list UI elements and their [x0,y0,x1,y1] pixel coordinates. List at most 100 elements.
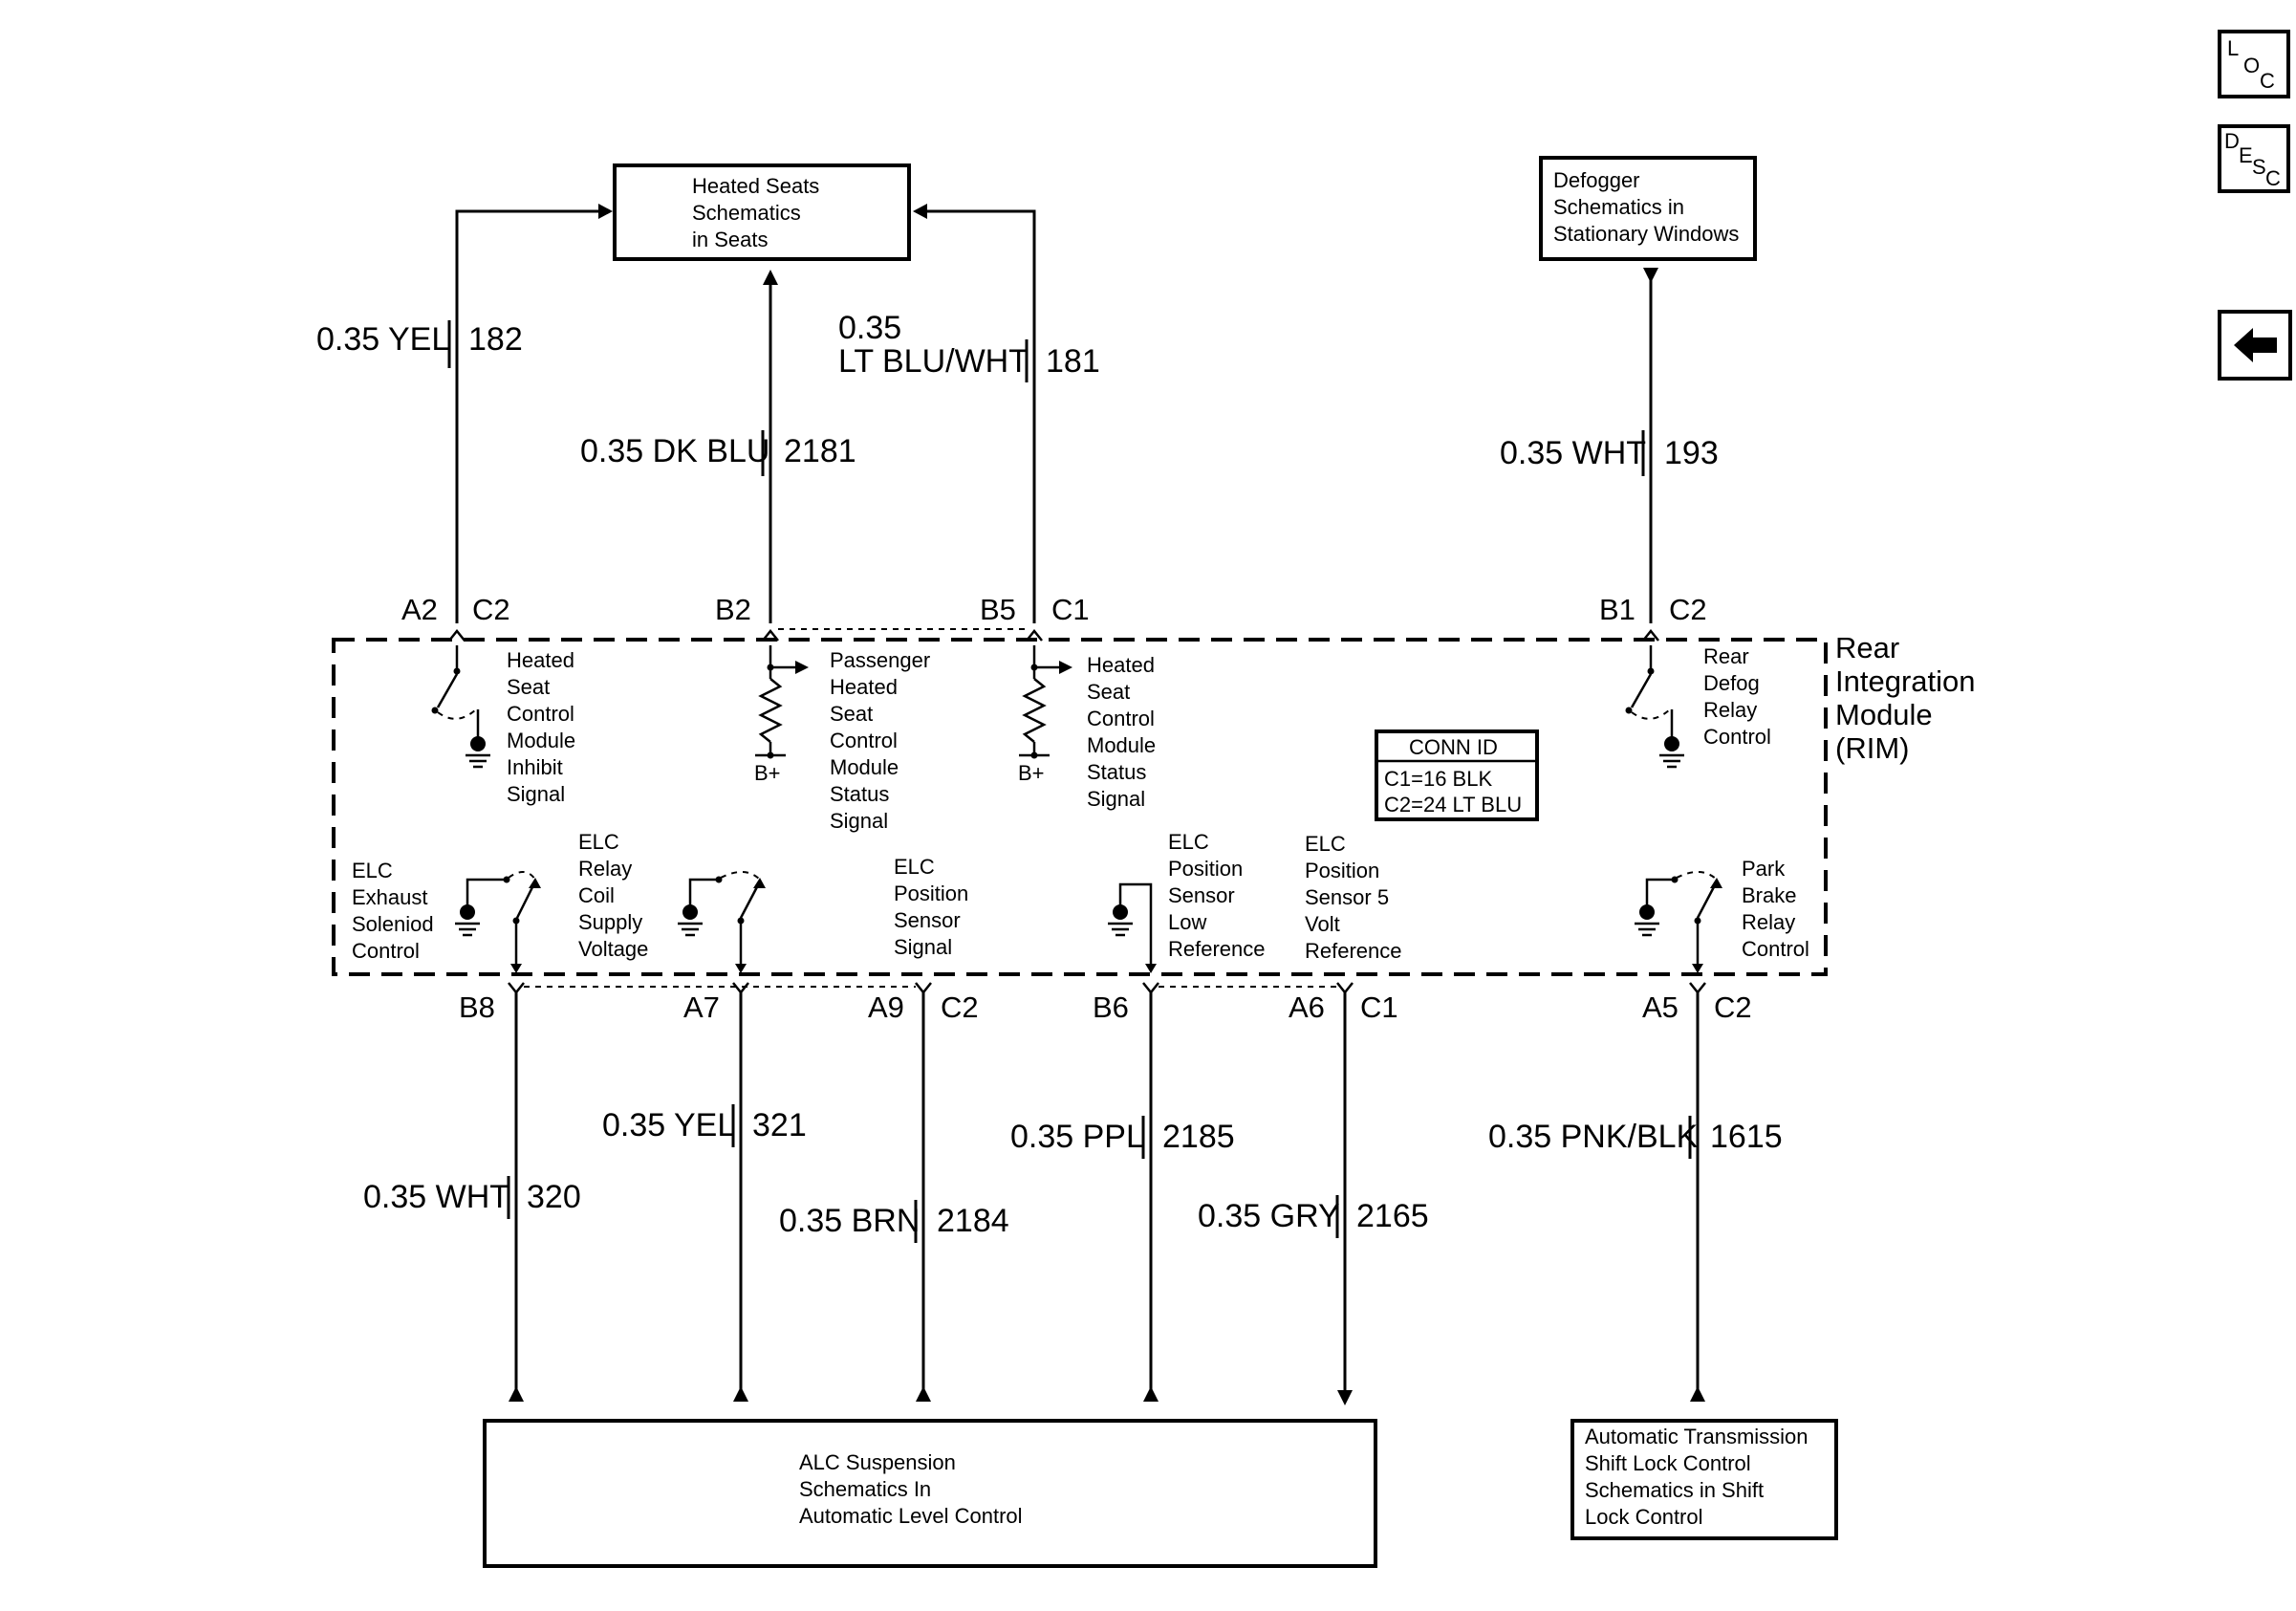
svg-text:Module: Module [507,729,575,752]
pin-b8: B8 [459,991,495,1024]
hs-inhibit-label: Heated Seat Control Module Inhibit Signa… [507,648,575,806]
rim-name-line-1: Rear [1835,631,1899,664]
bplus-label-1: B+ [754,761,781,785]
pin-b5: B5 [980,593,1016,626]
svg-text:Relay: Relay [1742,910,1795,934]
alc-line-3: Automatic Level Control [799,1504,1023,1528]
desc-letter-e: E [2239,143,2253,167]
svg-text:Signal: Signal [1087,787,1145,811]
svg-text:Seat: Seat [507,675,550,699]
wire-2185-circuit: 2185 [1162,1119,1235,1155]
rim-name-line-3: Module [1835,698,1933,731]
conn-c1-bottom: C1 [1360,991,1398,1024]
svg-text:Relay: Relay [578,857,632,881]
conn-c2-bottom-right: C2 [1714,991,1752,1024]
conn-c2-bottom-left: C2 [941,991,979,1024]
loc-letter-o: O [2243,54,2260,77]
back-button[interactable] [2218,310,2292,381]
svg-text:Volt: Volt [1305,912,1340,936]
elc-exhaust-label: ELC Exhaust Soleniod Control [352,859,434,963]
bplus-label-2: B+ [1018,761,1045,785]
elc-relay-switch [678,871,766,973]
location-button[interactable]: L O C [2218,30,2290,98]
rear-defog-label: Rear Defog Relay Control [1703,644,1771,749]
wire-320-gauge: 0.35 WHT [363,1179,509,1215]
wire-1615-circuit: 1615 [1710,1119,1783,1155]
pin-b6: B6 [1093,991,1129,1024]
pass-status-resistor: B+ [754,645,809,785]
heated-seats-line-2: Schematics [692,201,801,225]
pin-a5: A5 [1642,991,1679,1024]
conn-c1-top: C1 [1051,593,1090,626]
wire-181-gauge-2: LT BLU/WHT [838,343,1029,380]
shift-lock-line-4: Lock Control [1585,1505,1703,1529]
elc-relay-label: ELC Relay Coil Supply Voltage [578,830,648,961]
rim-module-boundary [332,638,1828,976]
conn-c2-top-left: C2 [472,593,510,626]
heated-seats-line-1: Heated Seats [692,174,819,198]
elc-pos-low-ground [1108,882,1157,973]
svg-text:Control: Control [507,702,574,726]
svg-text:Position: Position [1168,857,1243,881]
hs-inhibit-switch [431,645,490,769]
svg-text:Seat: Seat [830,702,873,726]
defogger-line-1: Defogger [1553,168,1640,192]
svg-text:Soleniod: Soleniod [352,912,434,936]
svg-text:Control: Control [830,729,898,752]
elc-pos-low-label: ELC Position Sensor Low Reference [1168,830,1266,961]
wire-321-gauge: 0.35 YEL [602,1107,735,1143]
svg-text:Heated: Heated [830,675,898,699]
wire-182-gauge: 0.35 YEL [316,321,449,358]
conn-id-title: CONN ID [1409,735,1498,759]
rear-defog-switch [1625,645,1684,769]
svg-text:Module: Module [830,755,899,779]
wire-321-circuit: 321 [752,1107,807,1143]
rim-module-name: Rear Integration Module (RIM) [1835,631,1976,765]
svg-text:Brake: Brake [1742,883,1796,907]
rim-name-line-2: Integration [1835,664,1976,698]
conn-id-box: CONN ID C1=16 BLK C2=24 LT BLU [1375,729,1539,821]
shift-lock-line-2: Shift Lock Control [1585,1451,1751,1475]
svg-text:Heated: Heated [507,648,574,672]
pin-a7: A7 [683,991,720,1024]
svg-text:Supply: Supply [578,910,642,934]
svg-text:Low: Low [1168,910,1206,934]
svg-text:Sensor 5: Sensor 5 [1305,885,1389,909]
svg-text:Status: Status [1087,760,1146,784]
svg-text:Defog: Defog [1703,671,1760,695]
hs-status-label: Heated Seat Control Module Status Signal [1087,653,1156,811]
svg-text:Exhaust: Exhaust [352,885,428,909]
heated-seats-line-3: in Seats [692,228,769,251]
conn-id-c1: C1=16 BLK [1384,767,1492,791]
svg-text:Park: Park [1742,857,1786,881]
pin-b1: B1 [1599,593,1635,626]
svg-text:ELC: ELC [578,830,619,854]
description-button[interactable]: D E S C [2218,124,2290,193]
svg-text:Status: Status [830,782,889,806]
svg-text:Position: Position [894,882,968,905]
shift-lock-line-3: Schematics in Shift [1585,1478,1764,1502]
svg-text:Reference: Reference [1168,937,1266,961]
wire-193-circuit: 193 [1664,435,1719,471]
svg-text:Seat: Seat [1087,680,1130,704]
wire-320-circuit: 320 [527,1179,581,1215]
svg-text:Relay: Relay [1703,698,1757,722]
park-brake-label: Park Brake Relay Control [1742,857,1809,961]
conn-c2-top-right: C2 [1669,593,1707,626]
svg-text:Coil: Coil [578,883,615,907]
wire-1615-gauge: 0.35 PNK/BLK [1488,1119,1699,1155]
svg-text:ELC: ELC [894,855,935,879]
pin-a9: A9 [868,991,904,1024]
loc-letter-c: C [2260,69,2275,93]
svg-text:Sensor: Sensor [1168,883,1235,907]
svg-text:Signal: Signal [894,935,952,959]
desc-letter-s: S [2252,155,2266,179]
elc-pos-signal-label: ELC Position Sensor Signal [894,855,968,959]
wire-2181-gauge: 0.35 DK BLU [580,433,769,469]
wire-182-circuit: 182 [468,321,523,358]
desc-letter-c: C [2265,166,2281,190]
hs-status-resistor: B+ [1018,645,1072,785]
alc-suspension-box: ALC Suspension Schematics In Automatic L… [483,1419,1377,1568]
svg-text:Control: Control [352,939,420,963]
